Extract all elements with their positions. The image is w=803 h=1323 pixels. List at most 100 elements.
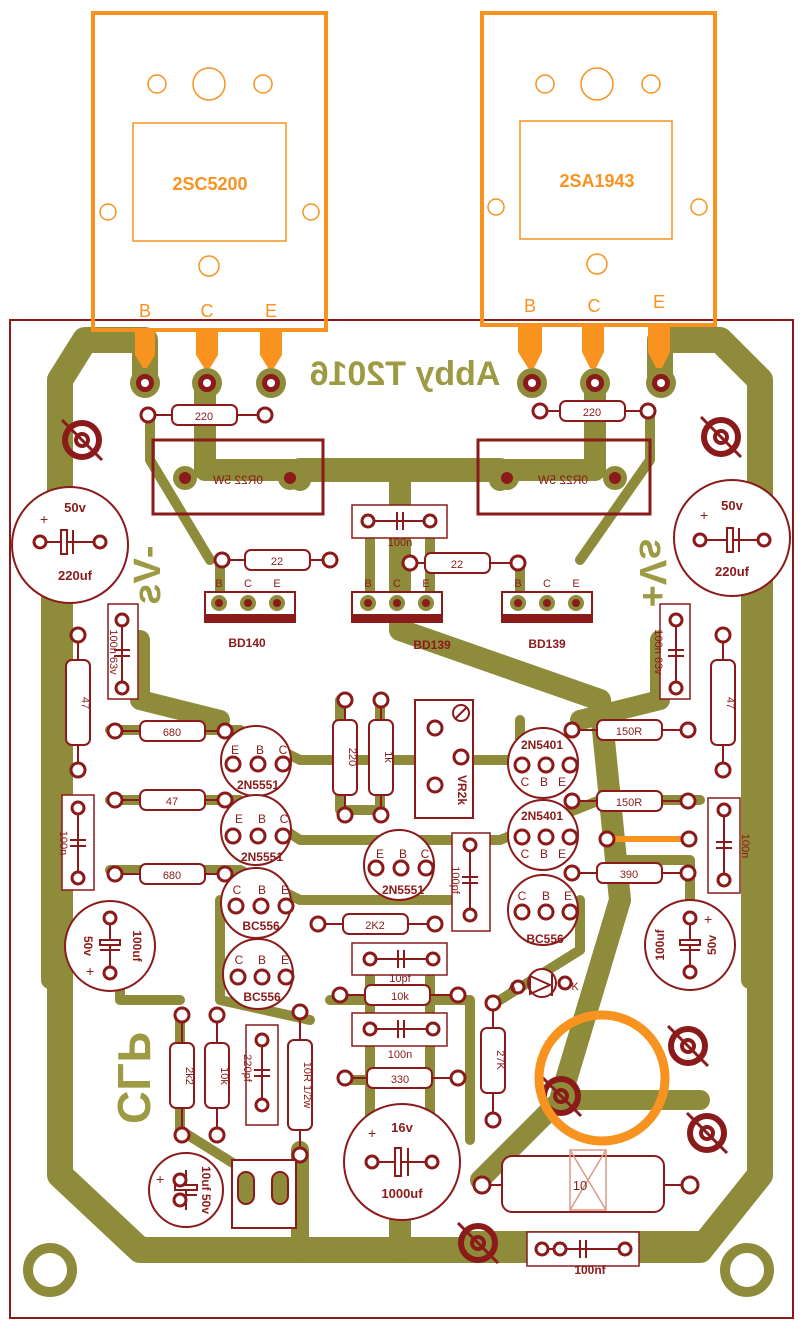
bd139-right-c: C xyxy=(543,578,551,590)
resistor-22-left: 22 xyxy=(213,549,339,571)
r22-left-label: 22 xyxy=(271,556,283,568)
cap-100n63v-left-label: 100n 63v xyxy=(107,629,119,675)
q5-pin-e: E xyxy=(376,847,384,861)
cap-220uf-left-value: 220uf xyxy=(58,568,93,583)
mount-hole-right-b xyxy=(685,1111,729,1155)
bd140-b: B xyxy=(215,578,222,590)
input-connector xyxy=(231,1159,297,1229)
mount-hole-right-a xyxy=(666,1024,710,1068)
resistor-10-big: 10 xyxy=(472,1149,700,1213)
pin-c-label: C xyxy=(588,296,601,316)
resistor-220-vert: 220 xyxy=(332,691,358,824)
power-transistor-left-part: 2SC5200 xyxy=(172,174,247,194)
pin-b-label: B xyxy=(139,301,151,321)
bd140-c: C xyxy=(244,578,252,590)
r0r22-left-label: 0R22 5W xyxy=(212,473,263,487)
r150r-b-label: 150R xyxy=(616,797,642,809)
cap-10pf: 10pf xyxy=(351,942,448,985)
transistor-q6-2n5401: 2N5401 C B E xyxy=(507,727,579,799)
r680-a-label: 680 xyxy=(163,727,181,739)
cap-100n-mid-label: 100n xyxy=(388,1049,412,1061)
cap-10uf: + 10uf 50v xyxy=(148,1152,224,1228)
corner-holes xyxy=(23,1243,774,1297)
q4-pin-b: B xyxy=(258,953,266,967)
cap-220pf: 220pf xyxy=(241,1024,279,1126)
q5-pin-c: C xyxy=(421,847,430,861)
q6-pin-e: E xyxy=(558,775,566,789)
orange-ring xyxy=(534,1010,670,1146)
r2k2-v-label: 2k2 xyxy=(183,1067,195,1085)
pin-c-label: C xyxy=(201,301,214,321)
cap-100n-top-label: 100n xyxy=(388,537,412,549)
r220-left-label: 220 xyxy=(195,411,213,423)
resistor-0r22-left: 0R22 5W xyxy=(151,438,325,516)
q1-pin-e: E xyxy=(231,743,239,757)
resistor-10k-h: 10k xyxy=(331,984,467,1006)
q7-pin-e: E xyxy=(558,847,566,861)
bd139-mid-label: BD139 xyxy=(413,638,451,652)
q7-part: 2N5401 xyxy=(521,809,563,823)
resistor-1k-vert: 1k xyxy=(368,691,394,824)
mounting-holes xyxy=(60,415,743,1265)
resistor-2k2-h: 2K2 xyxy=(309,913,444,935)
cap-100uf-right-value: 100uf xyxy=(653,928,667,960)
q4-part: BC556 xyxy=(243,990,281,1004)
resistor-10r: 10R 1/2w xyxy=(287,1003,313,1164)
cap-100n63v-right-label: 100n 63v xyxy=(652,629,664,675)
pin-e-label: E xyxy=(265,301,277,321)
resistor-150r-a: 150R xyxy=(563,719,697,741)
r220-right-label: 220 xyxy=(583,407,601,419)
mount-hole-left-top xyxy=(60,418,104,462)
resistor-220-left: 220 xyxy=(139,404,274,426)
cap-100n-left-label: 100n xyxy=(57,831,69,855)
resistor-2k2-v: 2k2 xyxy=(169,1006,195,1144)
resistor-0r22-right: 0R22 5W xyxy=(476,438,652,516)
bd139-mid-c: C xyxy=(393,578,401,590)
r22-mid-label: 22 xyxy=(451,559,463,571)
r10r-label: 10R 1/2w xyxy=(301,1062,313,1109)
resistor-220-right: 220 xyxy=(531,400,657,422)
cap-10uf-label: 10uf 50v xyxy=(199,1166,213,1214)
cap-100n-right-label: 100n xyxy=(739,834,751,858)
r2k2-h-label: 2K2 xyxy=(365,920,385,932)
cap-100pf: 100pf xyxy=(449,832,491,932)
svg-text:+: + xyxy=(368,1125,376,1141)
bd139-right-label: BD139 xyxy=(528,637,566,651)
resistor-22-mid: 22 xyxy=(401,552,527,574)
cap-100n-top: 100n xyxy=(351,504,448,549)
cap-100uf-left-voltage: 50v xyxy=(81,936,95,956)
cap-220pf-label: 220pf xyxy=(241,1054,253,1082)
q6-pin-b: B xyxy=(540,775,548,789)
transistor-q8-bc556: C B E BC556 xyxy=(507,874,579,946)
bd139-mid-b: B xyxy=(364,578,371,590)
r10k-h-label: 10k xyxy=(391,991,409,1003)
q2-pin-c: C xyxy=(280,812,289,826)
resistor-27k: 27K xyxy=(480,994,506,1129)
svg-text:+: + xyxy=(700,507,708,523)
bd140-label: BD140 xyxy=(228,636,266,650)
cap-1000uf: + 16v 1000uf xyxy=(343,1103,461,1221)
cap-100n-right: 100n xyxy=(707,797,751,894)
r27k-label: 27K xyxy=(494,1050,506,1070)
resistor-330: 330 xyxy=(336,1067,467,1089)
power-transistor-right-part: 2SA1943 xyxy=(559,171,634,191)
q7-pin-b: B xyxy=(540,847,548,861)
r1k-vert-label: 1k xyxy=(382,751,394,763)
resistor-10k-v: 10k xyxy=(204,1006,230,1144)
r47-left-label: 47 xyxy=(79,697,91,709)
r680-b-label: 680 xyxy=(163,870,181,882)
rail-label-negative: -Vs xyxy=(127,545,169,604)
led-anode: A xyxy=(508,981,516,993)
pin-b-label: B xyxy=(524,296,536,316)
r10-big-label: 10 xyxy=(573,1178,587,1193)
q8-part: BC556 xyxy=(526,932,564,946)
q4-pin-e: E xyxy=(281,953,289,967)
mount-hole-bottom xyxy=(456,1221,500,1265)
cap-220uf-left-voltage: 50v xyxy=(64,500,86,515)
rail-label-positive: +Vs xyxy=(631,539,673,608)
cap-100n63v-right: 100n 63v xyxy=(652,603,691,700)
cap-1000uf-voltage: 16v xyxy=(391,1120,413,1135)
transistor-q3-bc556: C B E BC556 xyxy=(220,867,295,939)
transistor-q2-2n5551: E B C 2N5551 xyxy=(220,794,292,866)
